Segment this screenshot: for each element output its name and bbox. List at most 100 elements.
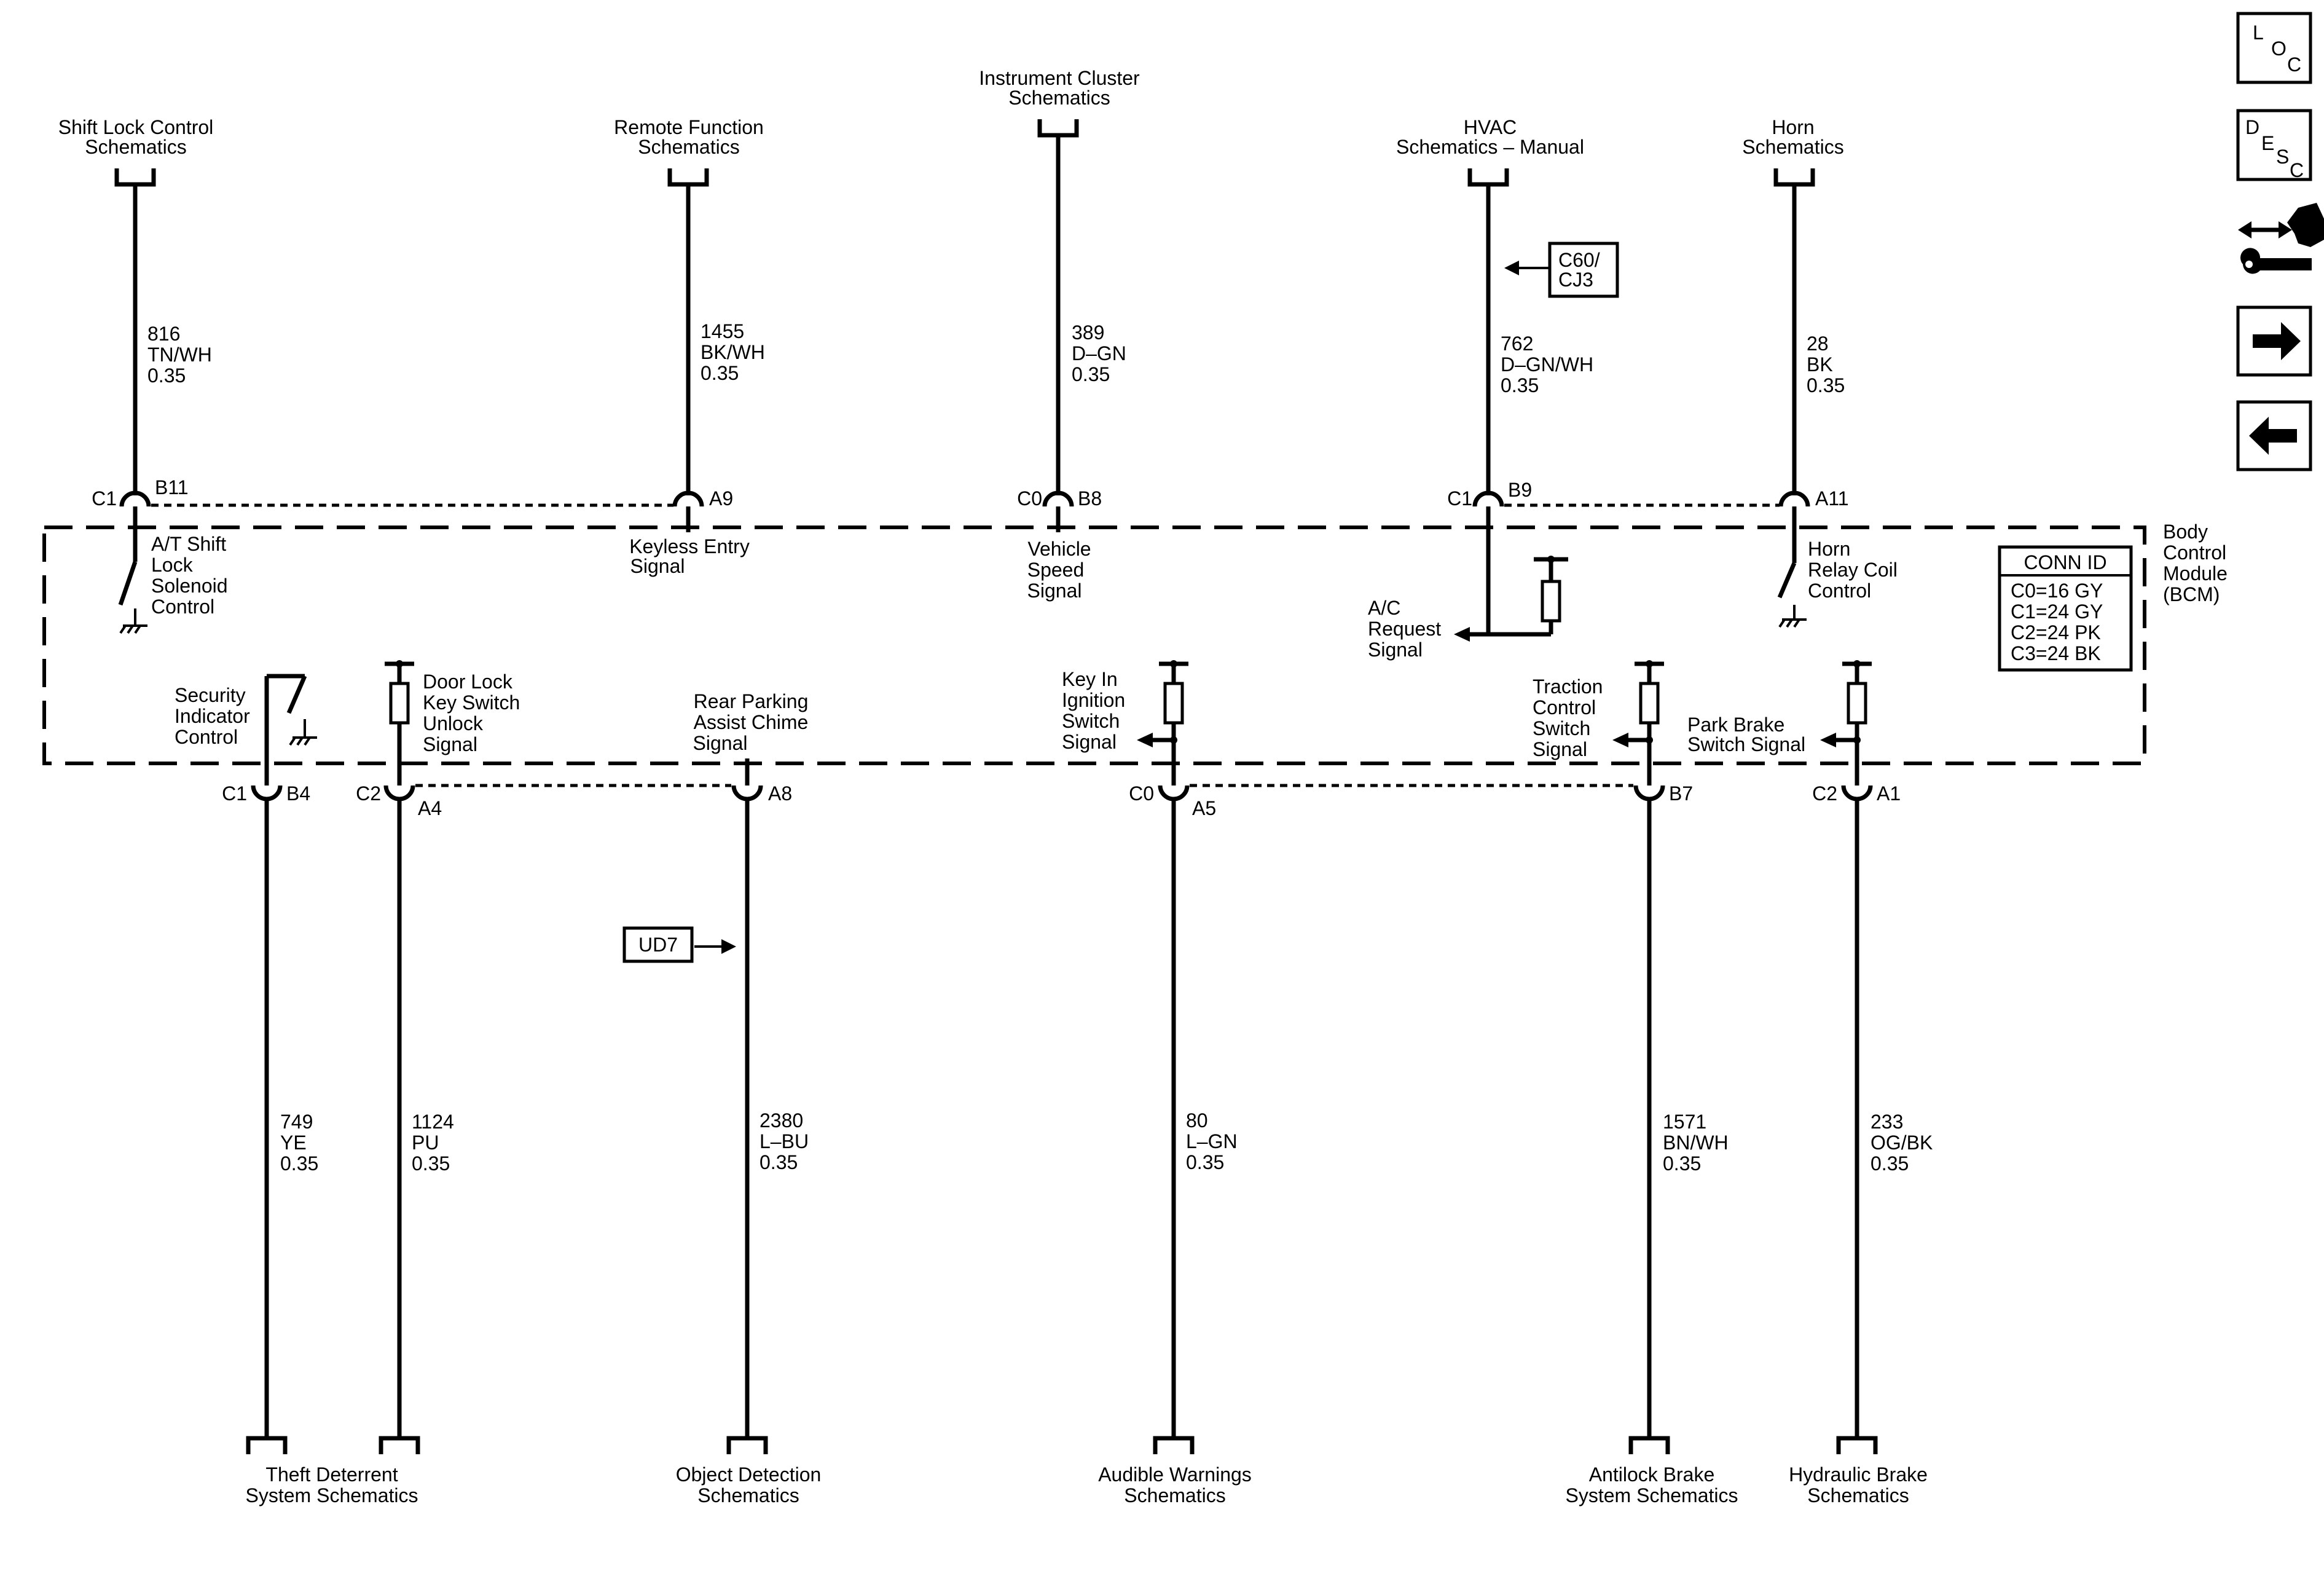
pin-id: B9 — [1508, 479, 1532, 501]
destination-line: Schematics — [638, 136, 739, 158]
loc-letter: O — [2271, 37, 2287, 60]
internal-label-line: Control — [151, 596, 214, 618]
bcm-boundary — [42, 526, 2146, 765]
label-traction-control: Traction Control Switch Signal — [1533, 675, 1603, 760]
connector-id: C0 — [1129, 782, 1154, 805]
internal-label-line: Park Brake — [1687, 714, 1784, 736]
park-brake-circuit — [1820, 660, 1872, 763]
arrow-right-icon — [2253, 322, 2301, 360]
horn-relay-switch — [1777, 527, 1807, 628]
wire-gauge: 0.35 — [412, 1152, 450, 1175]
label-park-brake: Park Brake Switch Signal — [1687, 714, 1805, 755]
destination-line: Schematics – Manual — [1396, 136, 1584, 158]
bottom-wire-label-2380: 2380 L–BU 0.35 — [760, 1109, 809, 1173]
internal-label-line: Horn — [1808, 538, 1850, 560]
internal-label-line: Unlock — [423, 712, 484, 734]
wire-color: BK — [1807, 353, 1833, 376]
module-label-line: (BCM) — [2163, 583, 2220, 605]
pin-id: B7 — [1669, 782, 1693, 805]
pin-id: A1 — [1877, 782, 1901, 805]
desc-button[interactable]: D E S C — [2236, 109, 2312, 181]
conn-id-row: C0=16 GY — [2011, 580, 2103, 602]
bottom-destination-audible-warnings[interactable]: Audible Warnings Schematics — [1098, 1463, 1252, 1506]
internal-label-line: Key Switch — [423, 691, 520, 714]
label-at-shift-lock: A/T Shift Lock Solenoid Control — [151, 533, 228, 618]
destination-line: Schematics — [1008, 87, 1110, 109]
security-indicator-circuit — [264, 674, 317, 763]
label-security-indicator: Security Indicator Control — [175, 684, 250, 748]
bottom-destination-object-detection[interactable]: Object Detection Schematics — [676, 1463, 822, 1506]
wire-gauge: 0.35 — [1807, 374, 1845, 396]
destination-line: HVAC — [1464, 116, 1517, 138]
traction-control-circuit — [1612, 660, 1664, 763]
destination-line: Hydraulic Brake — [1789, 1463, 1928, 1486]
circuit-number: 762 — [1501, 333, 1533, 355]
wire-color: D–GN — [1072, 342, 1126, 364]
option-tag-c60-cj3[interactable]: C60/ CJ3 — [1504, 242, 1619, 298]
wire-color: OG/BK — [1871, 1132, 1933, 1154]
internal-label-line: Vehicle — [1027, 538, 1091, 560]
conn-id-row: C2=24 PK — [2011, 621, 2101, 644]
destination-line: Theft Deterrent — [265, 1463, 398, 1486]
label-door-lock-key: Door Lock Key Switch Unlock Signal — [423, 671, 520, 755]
internal-label-line: Security — [175, 684, 246, 706]
option-tag-ud7[interactable]: UD7 — [622, 926, 736, 963]
wire-color: BK/WH — [701, 341, 765, 363]
conn-id-row: C3=24 BK — [2011, 642, 2101, 664]
label-keyless-entry: Keyless Entry Signal — [629, 535, 750, 577]
prev-page-button[interactable] — [2236, 400, 2312, 471]
internal-label-line: Ignition — [1062, 689, 1125, 711]
internal-label-line: Signal — [1062, 731, 1117, 753]
wire-gauge: 0.35 — [1501, 374, 1539, 396]
internal-label-line: Solenoid — [151, 575, 228, 597]
top-wires — [133, 135, 1797, 495]
bottom-destination-antilock-brake[interactable]: Antilock Brake System Schematics — [1566, 1463, 1738, 1506]
circuit-number: 2380 — [760, 1109, 803, 1132]
pin-id: B11 — [155, 476, 189, 498]
label-key-in-ignition: Key In Ignition Switch Signal — [1062, 668, 1125, 753]
internal-label-line: A/C — [1368, 597, 1400, 619]
label-rear-parking: Rear Parking Assist Chime Signal — [693, 690, 809, 754]
desc-letter: C — [2290, 159, 2304, 181]
destination-line: Audible Warnings — [1098, 1463, 1252, 1486]
internal-label-line: Assist Chime — [694, 711, 809, 733]
pin-id: A8 — [768, 782, 792, 805]
internal-label-line: Control — [175, 726, 238, 748]
arrow-left-icon — [2249, 417, 2297, 455]
connector-id: C1 — [92, 487, 117, 510]
connector-swap-icon[interactable] — [2238, 203, 2324, 274]
destination-line: Object Detection — [676, 1463, 822, 1486]
top-destination-horn[interactable]: Horn Schematics — [1742, 116, 1843, 158]
destination-line: System Schematics — [1566, 1484, 1738, 1506]
module-label-line: Control — [2163, 541, 2226, 564]
circuit-number: 389 — [1072, 321, 1104, 344]
circuit-number: 749 — [280, 1111, 313, 1133]
bottom-destination-theft-deterrent[interactable]: Theft Deterrent System Schematics — [246, 1463, 418, 1506]
top-wire-label-1455: 1455 BK/WH 0.35 — [701, 320, 765, 384]
bottom-wire-label-749: 749 YE 0.35 — [280, 1111, 318, 1175]
wire-color: TN/WH — [147, 344, 212, 366]
top-destination-shift-lock[interactable]: Shift Lock Control Schematics — [58, 116, 214, 158]
pin-id: A9 — [709, 487, 733, 510]
circuit-number: 28 — [1807, 333, 1829, 355]
loc-button[interactable]: L O C — [2236, 12, 2312, 84]
destination-line: Remote Function — [614, 116, 764, 138]
internal-label-line: Signal — [1368, 639, 1423, 661]
conn-id-table: CONN ID C0=16 GY C1=24 GY C2=24 PK C3=24… — [1998, 545, 2133, 672]
internal-label-line: Control — [1533, 696, 1596, 719]
bottom-brackets — [246, 1436, 1878, 1454]
top-destination-remote-function[interactable]: Remote Function Schematics — [614, 116, 764, 158]
circuit-number: 816 — [147, 323, 180, 345]
destination-line: System Schematics — [246, 1484, 418, 1506]
loc-letter: L — [2253, 22, 2264, 44]
top-destination-hvac[interactable]: HVAC Schematics – Manual — [1396, 116, 1584, 158]
next-page-button[interactable] — [2236, 305, 2312, 377]
bottom-destination-hydraulic-brake[interactable]: Hydraulic Brake Schematics — [1789, 1463, 1928, 1506]
top-wire-label-816: 816 TN/WH 0.35 — [147, 323, 212, 387]
conn-id-row: C1=24 GY — [2011, 600, 2103, 623]
destination-line: Schematics — [85, 136, 186, 158]
wire-gauge: 0.35 — [280, 1152, 318, 1175]
top-destination-instrument-cluster[interactable]: Instrument Cluster Schematics — [979, 67, 1140, 109]
internal-label-line: Indicator — [175, 705, 250, 727]
